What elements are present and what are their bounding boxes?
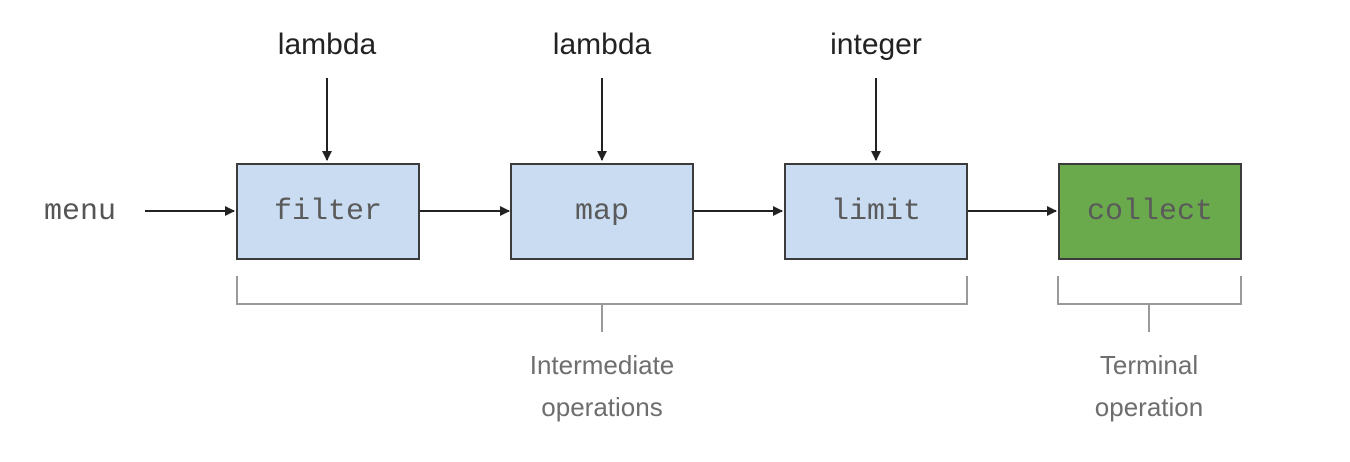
terminal-caption-line1: Terminal	[1099, 350, 1199, 380]
terminal-caption-line2: operation	[1094, 392, 1204, 422]
terminal-caption: Terminal operation	[1095, 344, 1203, 428]
map-operation-box: map	[510, 163, 694, 260]
collect-operation-box: collect	[1058, 163, 1242, 260]
filter-operation-label: filter	[273, 194, 383, 229]
filter-argument-label: lambda	[277, 28, 377, 61]
source-label: menu	[44, 195, 117, 229]
limit-operation-box: limit	[784, 163, 968, 260]
intermediate-caption-line2: operations	[541, 392, 663, 422]
terminal-bracket	[1057, 276, 1242, 332]
limit-argument-label: integer	[830, 28, 922, 61]
limit-operation-label: limit	[830, 194, 921, 229]
intermediate-caption-line1: Intermediate	[529, 350, 675, 380]
intermediate-bracket	[236, 276, 968, 332]
map-argument-label: lambda	[552, 28, 652, 61]
map-operation-label: map	[574, 194, 629, 229]
filter-operation-box: filter	[236, 163, 420, 260]
collect-operation-label: collect	[1086, 194, 1214, 229]
intermediate-caption: Intermediate operations	[530, 344, 675, 428]
